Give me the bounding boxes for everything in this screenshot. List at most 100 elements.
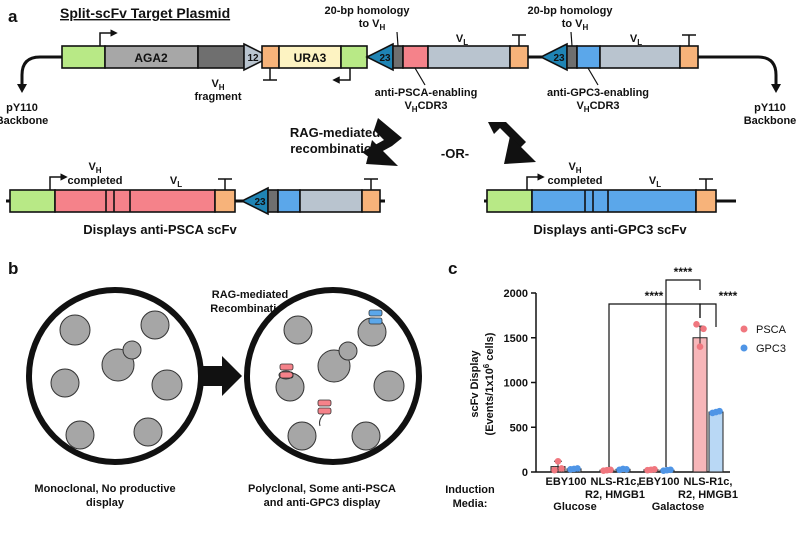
vl-gpc3-label: VL <box>630 33 642 47</box>
x-tick-label: NLS-R1c, <box>684 476 733 488</box>
panel-b-rag-2: Recombination <box>210 303 290 315</box>
left-caption-2: display <box>86 497 125 509</box>
data-point-psca <box>554 457 562 465</box>
rag-label-1: RAG-mediated <box>290 125 380 140</box>
chart-legend: PSCA GPC3 <box>740 324 787 355</box>
ura3-promoter-arrow-icon <box>332 68 351 84</box>
gpc3-cdr-pointer <box>587 67 599 86</box>
psca-vh-completed-2: completed <box>67 175 122 187</box>
x-tick-label: R2, HMGB1 <box>585 489 645 501</box>
gpc3-product-promoter <box>486 189 533 213</box>
terminator-psca-segment <box>509 45 529 69</box>
y-tick-label: 500 <box>510 422 528 434</box>
promoter-segment <box>61 45 106 69</box>
rss23-label-2: 23 <box>553 53 565 64</box>
x-tick-label: R2, HMGB1 <box>678 489 738 501</box>
polyclonal-cells <box>275 315 405 451</box>
vl-gpc3-segment <box>599 45 681 69</box>
backbone-right-label-1: pY110 <box>754 102 786 114</box>
data-point-psca <box>696 343 704 351</box>
homology-label-1a: 20-bp homology <box>325 5 411 17</box>
vh-fragment-segment <box>197 45 245 69</box>
psca-cdr-label-2: VHCDR3 <box>404 100 447 114</box>
group-label-glucose: Glucose <box>553 501 596 513</box>
psca-cdr3-segment <box>402 45 429 69</box>
x-tick-label: EBY100 <box>546 476 587 488</box>
homology-gpc3-segment <box>566 45 578 69</box>
data-point-psca <box>693 321 700 328</box>
aga2-label: AGA2 <box>134 51 168 65</box>
sig-bracket-eby <box>665 279 701 467</box>
rag-arrow-right-head-icon <box>504 136 536 164</box>
data-point-gpc3 <box>667 466 674 474</box>
rss12-label: 12 <box>247 53 259 64</box>
y-tick-label: 0 <box>522 467 528 479</box>
data-point-psca <box>607 466 614 474</box>
rss12-triangle <box>243 42 272 72</box>
right-caption-1: Polyclonal, Some anti-PSCA <box>248 483 396 495</box>
y-tick-label: 1500 <box>504 333 528 345</box>
data-point-psca <box>651 466 658 473</box>
left-caption-1: Monoclonal, No productive <box>34 483 175 495</box>
bar-gpc3 <box>708 411 724 473</box>
right-caption-2: and anti-GPC3 display <box>264 497 382 509</box>
ura3-label: URA3 <box>294 51 327 65</box>
backbone-left-line <box>20 55 60 88</box>
sig-bracket-nls-label: **** <box>645 289 664 303</box>
panel-c-chart: c scFv Display (Events/1x106 cells) 0500… <box>445 259 786 513</box>
homology-psca-segment <box>392 45 404 69</box>
ura3-promoter-segment <box>340 45 368 69</box>
gpc3-display-markers <box>368 309 383 325</box>
gpc3-scfv-segment <box>531 189 697 213</box>
homology-pointer-2 <box>570 31 573 47</box>
terminator-ura3-segment <box>261 45 280 69</box>
monoclonal-cells <box>50 310 183 450</box>
y-tick-label: 2000 <box>504 288 528 300</box>
rss23-label-1: 23 <box>379 53 391 64</box>
ura3-terminator-icon <box>263 68 277 81</box>
homology-pointer-1 <box>396 31 399 47</box>
promoter-arrow-icon <box>99 29 118 46</box>
bar-psca <box>692 337 708 473</box>
backbone-right-label-2: Backbone <box>744 115 797 127</box>
gpc3-cdr-label-2: VHCDR3 <box>576 100 619 114</box>
psca-vh-completed-1: VH <box>88 161 101 175</box>
y-axis-label-2: (Events/1x106 cells) <box>482 332 496 435</box>
psca-product-terminator <box>214 189 236 213</box>
psca-scfv-segment <box>54 189 216 213</box>
psca-display-markers <box>278 363 332 427</box>
x-tick-label: NLS-R1c, <box>591 476 640 488</box>
plasmid-title: Split-scFv Target Plasmid <box>60 5 230 21</box>
homology-label-2b: to VH <box>562 18 589 32</box>
data-point-psca <box>551 466 558 474</box>
or-label: -OR- <box>441 146 469 161</box>
x-tick-label: EBY100 <box>639 476 680 488</box>
gpc3-product-promoter-arrow-icon <box>526 173 545 190</box>
terminator-gpc3-icon <box>682 34 696 46</box>
psca-cdr-pointer <box>414 67 426 86</box>
data-point-psca <box>700 325 707 333</box>
legend-psca-label: PSCA <box>756 324 787 336</box>
panel-b: b RAG-mediated Recombination <box>8 259 422 509</box>
vh-fragment-label: VH <box>211 78 224 92</box>
display-psca-label: Displays anti-PSCA scFv <box>83 222 237 237</box>
terminator-psca-icon <box>512 34 526 46</box>
psca-product-rss23-label: 23 <box>254 197 266 208</box>
backbone-left-label-2: Backbone <box>0 115 48 127</box>
panel-a: a Split-scFv Target Plasmid pY110 Backbo… <box>0 5 796 237</box>
backbone-left-label-1: pY110 <box>6 102 38 114</box>
gpc3-vl-label: VL <box>649 175 661 189</box>
backbone-right-line <box>740 55 778 88</box>
sig-bracket-psca-gpc3 <box>699 303 717 327</box>
terminator-gpc3-segment <box>679 45 699 69</box>
psca-product-promoter-arrow-icon <box>49 173 68 190</box>
psca-vl-label: VL <box>170 175 182 189</box>
legend-gpc3-label: GPC3 <box>756 343 786 355</box>
vh-fragment-label-2: fragment <box>194 91 241 103</box>
sig-bracket-eby-label: **** <box>674 265 693 279</box>
gpc3-product-terminator <box>695 189 717 213</box>
legend-psca-marker <box>740 325 748 333</box>
y-tick-label: 1000 <box>504 378 528 390</box>
data-point-gpc3 <box>623 466 630 473</box>
